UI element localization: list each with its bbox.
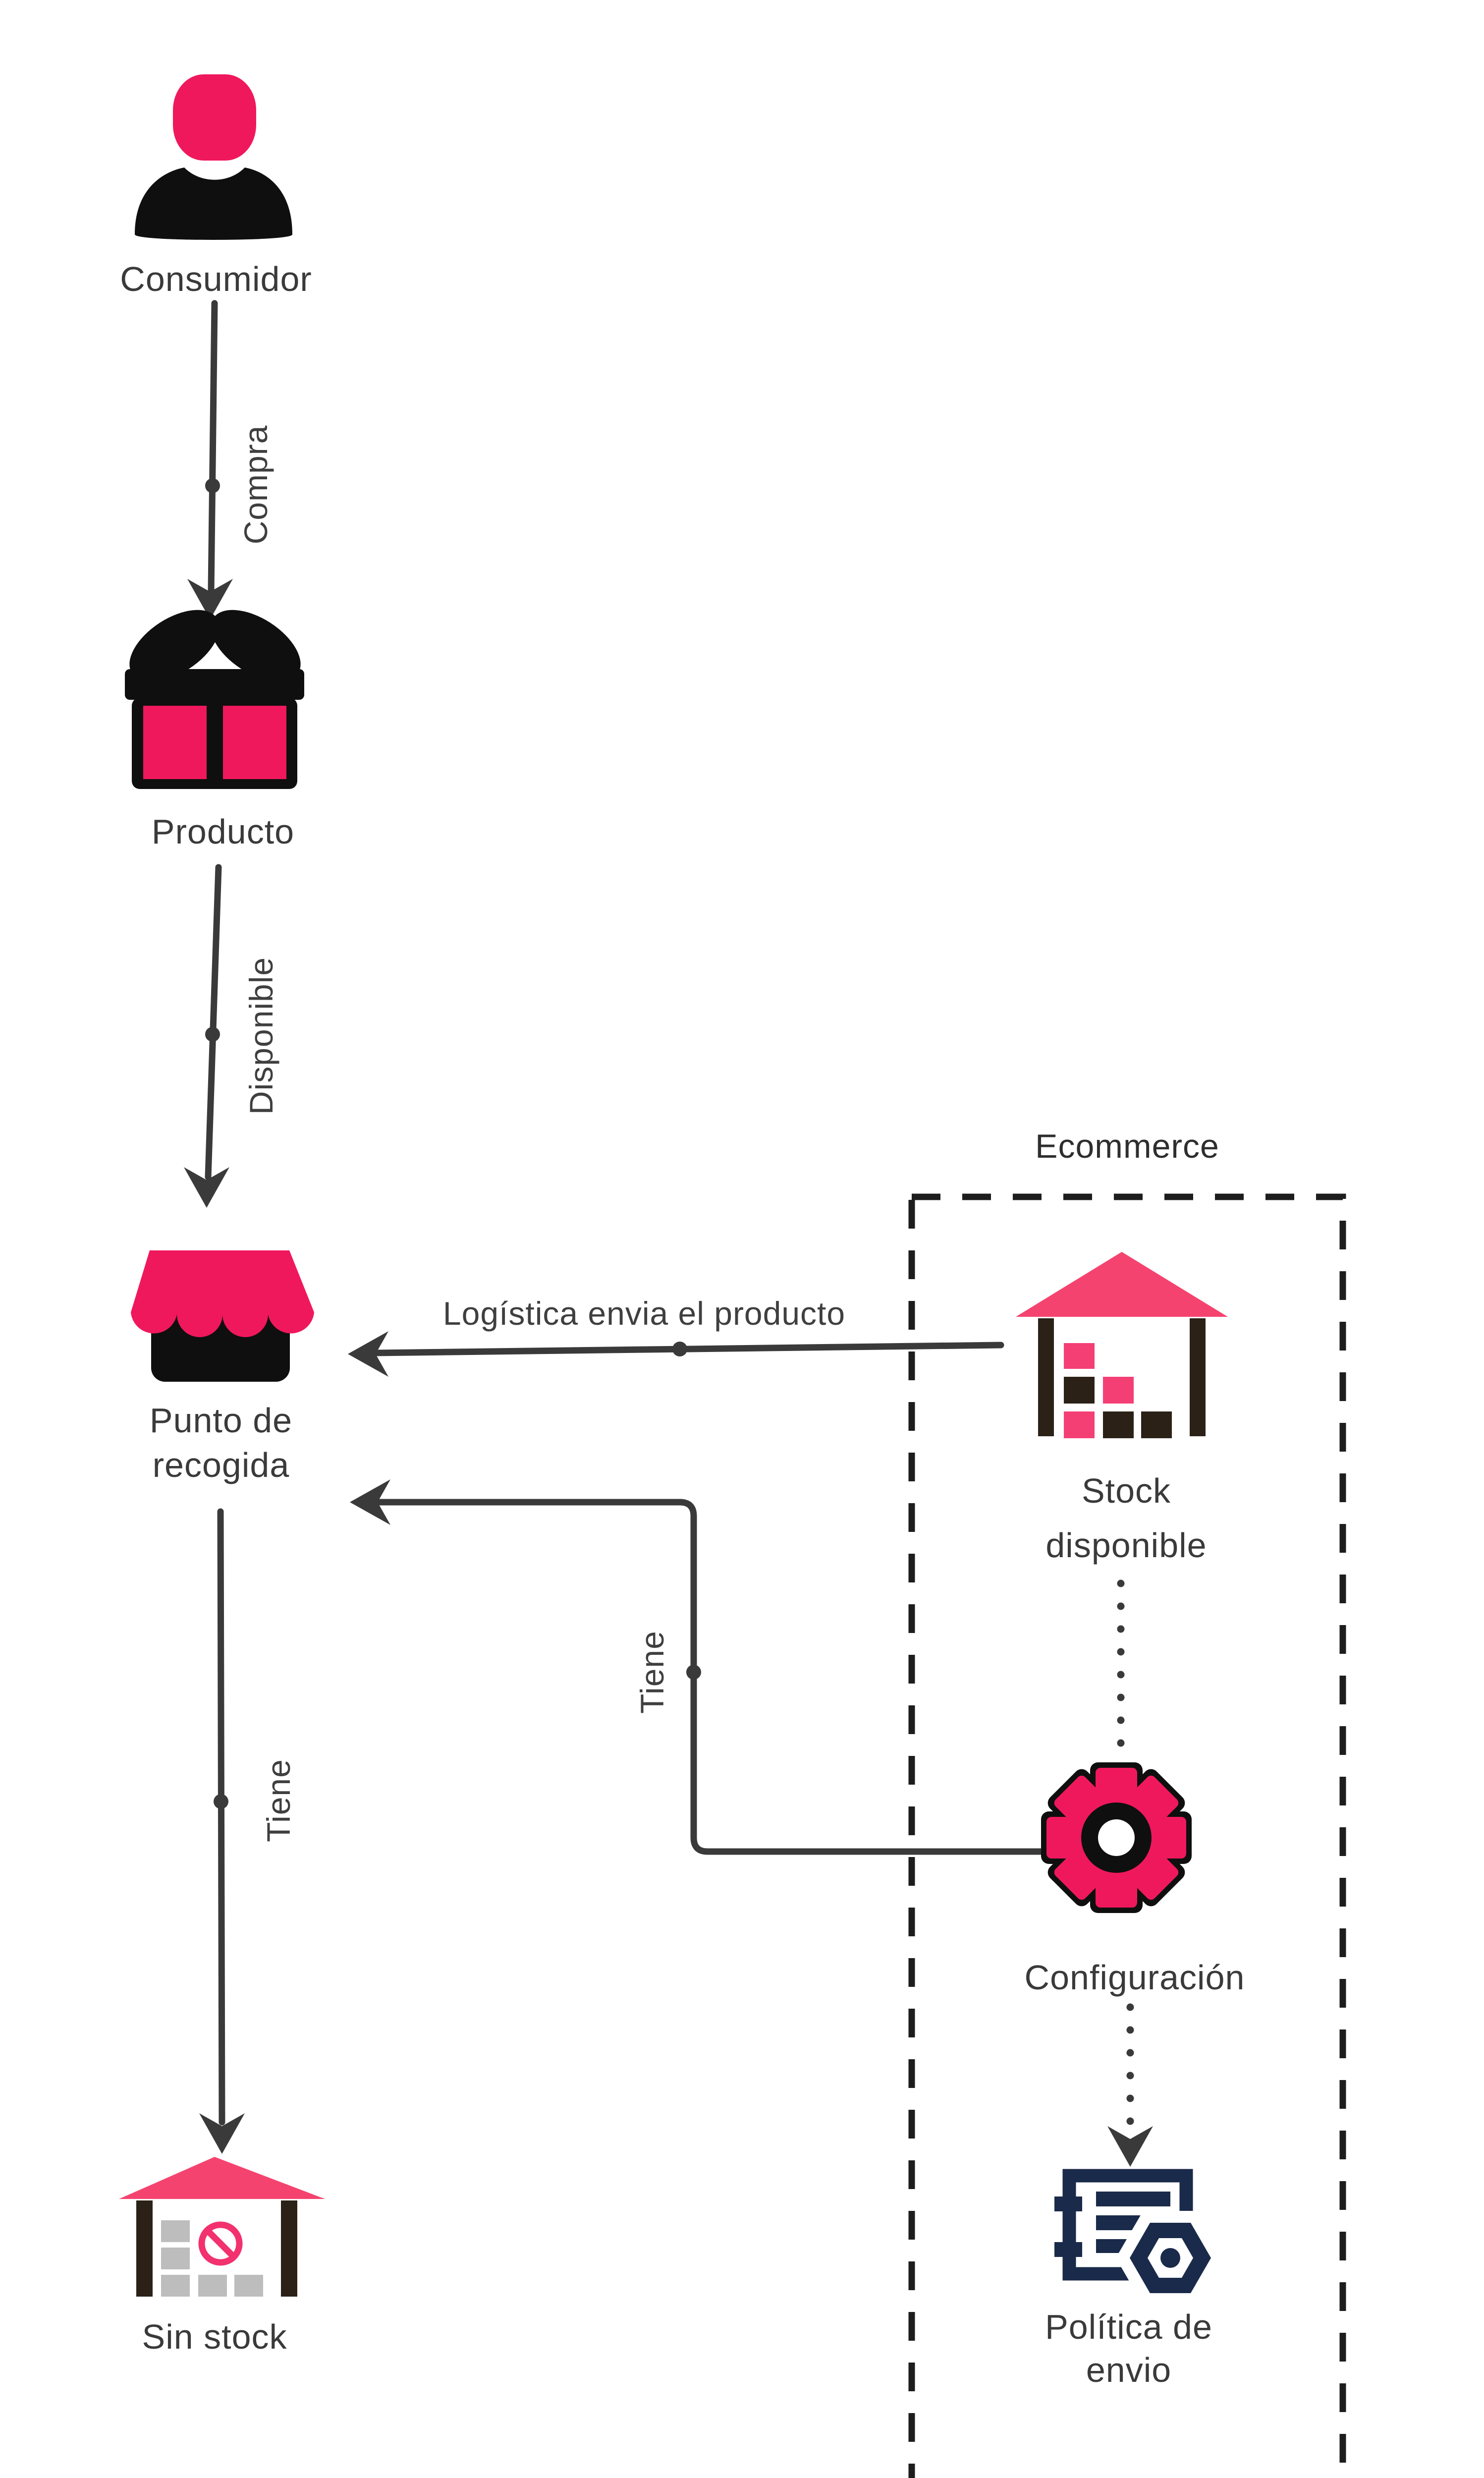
sin-stock-box (234, 2275, 263, 2297)
node-label-sin-stock: Sin stock (142, 2317, 287, 2356)
warehouse-roof (1016, 1252, 1228, 1317)
node-label-stock-line2: disponible (1045, 1526, 1207, 1565)
warehouse-pillar-left (1038, 1318, 1054, 1436)
gear-hub-hole (1098, 1819, 1135, 1856)
warehouse-box (1141, 1411, 1172, 1438)
gift-bow-left (129, 610, 220, 682)
store-icon (131, 1250, 314, 1382)
warehouse-box (1064, 1411, 1095, 1438)
warehouse-no-stock-icon (119, 2157, 325, 2297)
edge-compra (187, 300, 233, 620)
edge-logistica-midpoint-dot (672, 1342, 687, 1356)
gear-icon (1041, 1762, 1192, 1913)
prohibition-icon (198, 2221, 243, 2266)
sin-stock-box (198, 2275, 227, 2297)
node-label-producto: Producto (151, 812, 295, 851)
policy-document-tab (1054, 2242, 1082, 2257)
edge-disponible-midpoint-dot (205, 1027, 220, 1042)
edge-configuracion-politica-arrowhead (1107, 2126, 1153, 2167)
edge-label-disponible: Disponible (243, 957, 279, 1115)
node-label-punto-line2: recogida (152, 1446, 290, 1484)
warehouse-icon (1016, 1252, 1228, 1438)
shipping-policy-document-icon (1054, 2169, 1225, 2305)
node-label-politica-line2: envio (1086, 2351, 1172, 2389)
warehouse-box (1103, 1377, 1134, 1404)
sin-stock-pillar-left (136, 2200, 153, 2297)
edge-tiene-configuracion (350, 1479, 1047, 1855)
sin-stock-roof (119, 2157, 325, 2199)
person-icon (135, 74, 292, 240)
sin-stock-box (161, 2220, 190, 2242)
gift-bow-right (211, 610, 301, 682)
edge-tiene-sin-stock-line (217, 1508, 225, 2126)
sin-stock-pillar-right (281, 2200, 297, 2297)
node-label-consumidor: Consumidor (120, 260, 312, 298)
node-label-politica-line1: Política de (1045, 2308, 1212, 2346)
policy-document-line (1096, 2192, 1170, 2206)
gift-lid (125, 669, 304, 700)
edge-tiene-configuracion-midpoint-dot (686, 1665, 701, 1680)
edge-compra-line (208, 300, 218, 594)
edge-label-tiene-configuracion: Tiene (634, 1631, 670, 1714)
warehouse-box (1064, 1343, 1095, 1369)
edge-tiene-sin-stock-midpoint-dot (214, 1794, 228, 1809)
edge-logistica (348, 1331, 1004, 1377)
edge-compra-midpoint-dot (205, 478, 220, 493)
edge-label-compra: Compra (237, 425, 274, 545)
policy-document-tab (1054, 2196, 1082, 2211)
gift-box-right-panel (223, 706, 286, 779)
gift-box-left-panel (143, 706, 207, 779)
warehouse-pillar-right (1190, 1318, 1206, 1436)
warehouse-box (1103, 1411, 1134, 1438)
edge-disponible-line (205, 864, 222, 1181)
node-label-punto-line1: Punto de (149, 1401, 293, 1440)
store-awning (131, 1250, 314, 1337)
warehouse-box (1064, 1377, 1095, 1404)
edge-tiene-configuracion-line (369, 1499, 1047, 1855)
sin-stock-box (161, 2275, 190, 2297)
ecommerce-group-box (908, 1193, 1346, 2478)
policy-nut-center (1160, 2248, 1180, 2268)
person-head (173, 74, 256, 161)
edge-configuracion-politica (1107, 2003, 1153, 2167)
gift-icon (125, 610, 304, 789)
ecommerce-group-label: Ecommerce (1035, 1127, 1219, 1165)
edge-label-logistica: Logística envia el producto (442, 1295, 846, 1332)
sin-stock-box (161, 2248, 190, 2269)
node-label-stock-line1: Stock (1081, 1471, 1171, 1510)
edge-tiene-sin-stock (199, 1508, 245, 2154)
person-shoulders (135, 168, 292, 240)
edge-label-tiene-sin-stock: Tiene (260, 1759, 297, 1842)
edge-disponible (184, 864, 229, 1208)
node-label-configuracion: Configuración (1024, 1958, 1245, 1997)
